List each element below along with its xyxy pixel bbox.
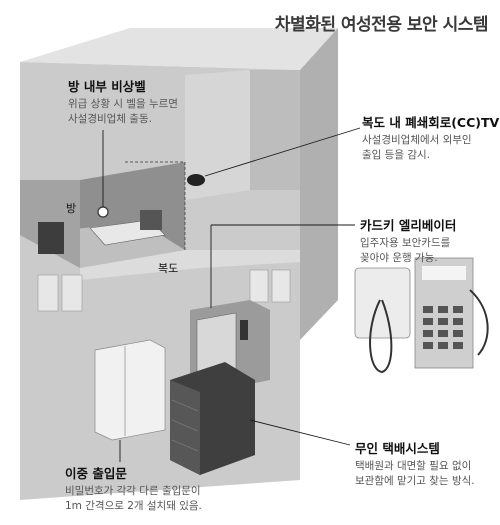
callout-elevator: 카드키 엘리베이터 입주자용 보안카드를 꽂아야 운행 가능. xyxy=(360,215,456,266)
callout-delivery-line-2: 보관함에 맡기고 찾는 방식. xyxy=(355,475,475,487)
leader-delivery xyxy=(249,419,351,446)
locker-shelf xyxy=(171,399,199,412)
callout-cctv-heading: 복도 내 폐쇄회로(CC)TV xyxy=(362,115,500,130)
callout-cctv-line-1: 사설경비업체에서 외부인 xyxy=(362,134,472,146)
callout-delivery: 무인 택배시스템 택배원과 대면할 필요 없이 보관함에 맡기고 찾는 방식. xyxy=(355,438,475,489)
room-outline xyxy=(125,161,186,250)
callout-alarm-line-1: 위급 상황 시 벨을 누르면 xyxy=(68,98,178,110)
leader-cctv xyxy=(204,127,361,177)
callout-door-heading: 이중 출입문 xyxy=(65,466,127,481)
building-side-wall xyxy=(300,28,338,340)
building-roof xyxy=(20,28,338,70)
callout-alarm-description: 위급 상황 시 벨을 누르면 사설경비업체 출동. xyxy=(68,97,178,127)
card-lanyard xyxy=(369,299,393,374)
alarm-bell-icon xyxy=(97,206,109,218)
callout-door: 이중 출입문 비밀번호가 각각 다른 출입문이 1m 간격으로 2개 설치돼 있… xyxy=(65,463,202,514)
callout-elevator-description: 입주자용 보안카드를 꽂아야 운행 가능. xyxy=(360,236,456,266)
page-title: 차별화된 여성전용 보안 시스템 xyxy=(274,15,489,35)
callout-elevator-heading: 카드키 엘리베이터 xyxy=(360,218,457,233)
callout-cctv-line-2: 출입 등을 감시. xyxy=(362,149,430,161)
callout-door-description: 비밀번호가 각각 다른 출입문이 1m 간격으로 2개 설치돼 있음. xyxy=(65,484,202,514)
armchair xyxy=(38,222,64,254)
window xyxy=(249,269,269,303)
callout-alarm: 방 내부 비상벨 위급 상황 시 벨을 누르면 사설경비업체 출동. xyxy=(68,76,178,127)
delivery-locker-front xyxy=(170,380,200,475)
callout-door-line-2: 1m 간격으로 2개 설치돼 있음. xyxy=(65,500,202,512)
locker-shelf xyxy=(171,439,199,452)
window xyxy=(271,269,291,303)
callout-door-line-1: 비밀번호가 각각 다른 출입문이 xyxy=(65,485,201,497)
keypad-display xyxy=(422,266,466,280)
cctv-camera-icon xyxy=(187,174,205,186)
corridor-floor xyxy=(80,250,300,280)
elevator-card-panel xyxy=(240,320,248,340)
callout-alarm-heading: 방 내부 비상벨 xyxy=(68,79,146,94)
window xyxy=(37,274,59,312)
window xyxy=(61,274,83,312)
label-corridor: 복도 xyxy=(158,262,179,275)
callout-cctv-description: 사설경비업체에서 외부인 출입 등을 감시. xyxy=(362,133,499,163)
callout-elevator-line-2: 꽂아야 운행 가능. xyxy=(360,252,438,264)
callout-delivery-heading: 무인 택배시스템 xyxy=(355,441,440,456)
leader-lines xyxy=(102,127,361,462)
keypad-buttons xyxy=(423,306,463,349)
building-tower-side xyxy=(250,70,300,190)
bed-headboard xyxy=(140,210,162,230)
reader-cable xyxy=(469,289,489,356)
label-room: 방 xyxy=(66,202,77,215)
callout-alarm-line-2: 사설경비업체 출동. xyxy=(68,113,152,125)
callout-cctv: 복도 내 폐쇄회로(CC)TV 사설경비업체에서 외부인 출입 등을 감시. xyxy=(362,112,499,163)
locker-shelf xyxy=(171,419,199,432)
callout-delivery-description: 택배원과 대면할 필요 없이 보관함에 맡기고 찾는 방식. xyxy=(355,459,475,489)
callout-elevator-line-1: 입주자용 보안카드를 xyxy=(360,237,451,249)
callout-delivery-line-1: 택배원과 대면할 필요 없이 xyxy=(355,460,472,472)
double-entrance-door xyxy=(94,339,166,441)
